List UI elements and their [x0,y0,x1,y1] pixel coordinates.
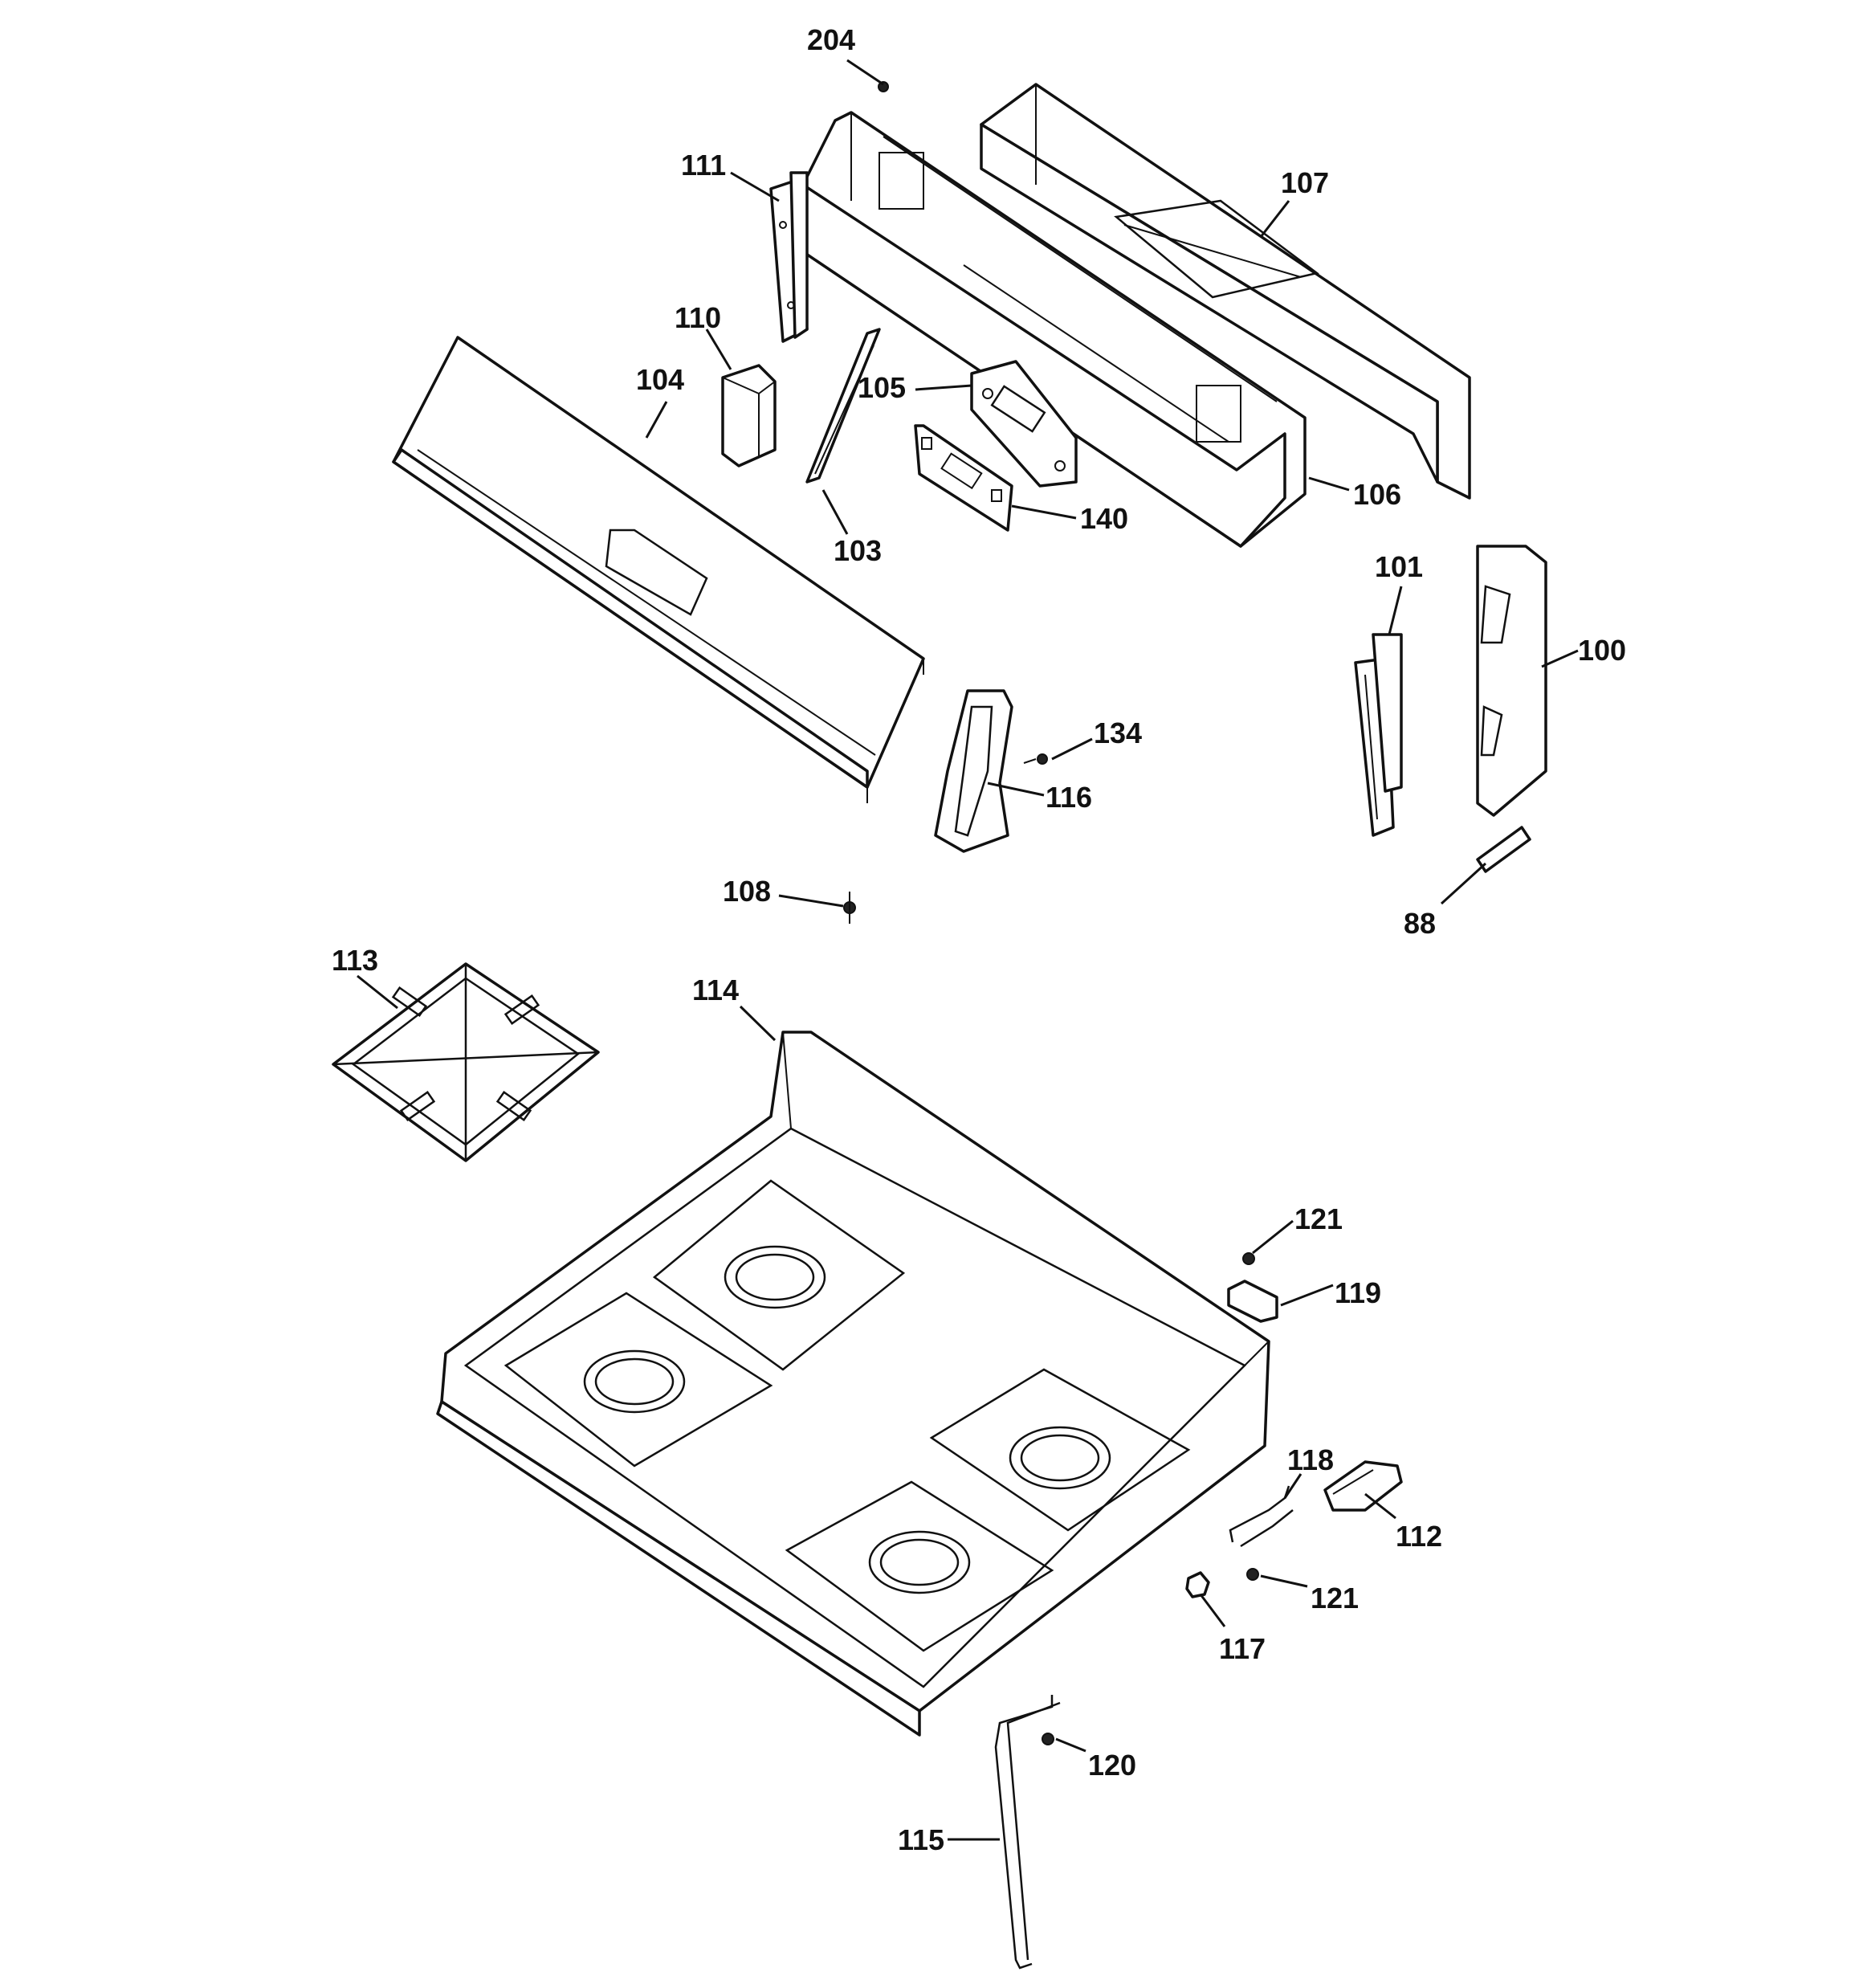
part-119-bracket [1227,1280,1278,1323]
callout-140: 140 [1080,502,1128,535]
part-113-burner-grate [332,962,600,1162]
part-114-cooktop [436,1031,1270,1737]
callout-116: 116 [1046,781,1092,814]
callout-204: 204 [807,23,855,56]
callout-112: 112 [1396,1520,1442,1553]
part-107-rear-cover [980,83,1471,500]
callout-111: 111 [681,149,726,182]
callout-119: 119 [1335,1276,1381,1309]
part-117-nut [1185,1571,1210,1598]
callout-100: 100 [1578,634,1626,667]
callout-114: 114 [692,974,739,1006]
callout-110: 110 [675,301,721,334]
part-112-igniter-switch [1323,1460,1403,1512]
part-121-screw-lower [1246,1568,1259,1581]
part-204-screw [878,81,889,92]
callout-115: 115 [898,1823,944,1856]
callout-108: 108 [723,875,771,908]
part-106-backguard [797,111,1307,548]
part-115-rod [994,1695,1061,1970]
part-134-screw [1023,753,1048,765]
callout-113: 113 [332,944,378,977]
callout-101: 101 [1375,550,1423,583]
callout-121-lower: 121 [1311,1582,1359,1614]
callout-118: 118 [1287,1443,1334,1476]
part-101-side-bracket [1354,633,1403,837]
part-108-screw [843,892,856,924]
part-120-screw [1042,1733,1054,1745]
part-105-clock-controller [970,360,1078,488]
part-100-side-trim [1476,545,1547,817]
part-140-overlay [914,424,1013,532]
part-111-bracket [769,171,809,343]
part-104-control-panel [392,336,925,803]
leader-lines [357,59,1579,1841]
callout-105: 105 [858,371,906,404]
callout-104: 104 [636,363,684,396]
callout-88: 88 [1404,907,1436,940]
callout-117: 117 [1219,1632,1266,1665]
part-118-clip [1229,1485,1294,1548]
callout-107: 107 [1281,166,1329,199]
part-121-screw-upper [1242,1252,1255,1265]
callout-106: 106 [1353,478,1401,511]
callout-121-upper: 121 [1294,1202,1343,1235]
callout-134: 134 [1094,716,1142,749]
part-116-end-cap [934,689,1013,853]
part-110-switch [721,364,777,467]
callout-103: 103 [834,534,882,567]
part-103-bracket [805,328,881,484]
callout-120: 120 [1088,1749,1136,1782]
callout-labels: 204 111 107 110 104 105 106 140 103 101 … [332,23,1626,1856]
